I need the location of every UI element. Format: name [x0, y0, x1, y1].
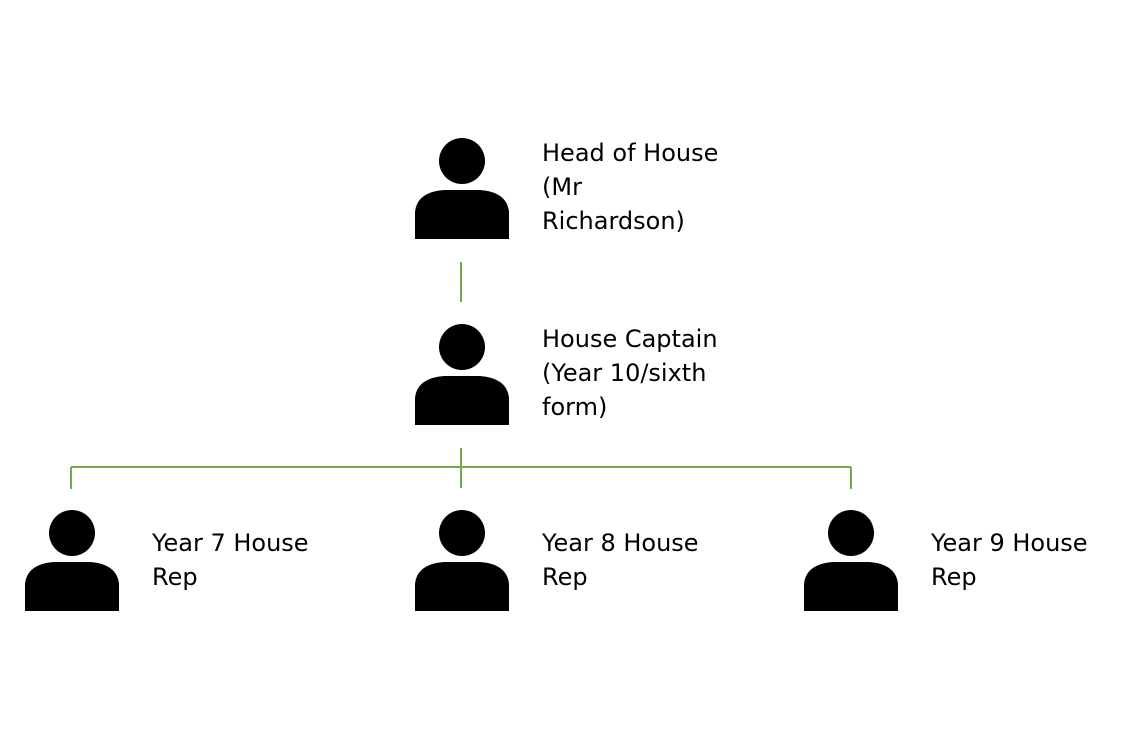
year9-label-line-1: Year 9 House [931, 529, 1088, 557]
year8-person-icon [414, 510, 510, 612]
year7-person-icon [24, 510, 120, 612]
head-of-house-label: Head of House (Mr Richardson) [542, 136, 718, 238]
year7-rep-label: Year 7 House Rep [152, 526, 309, 594]
year7-label-line-2: Rep [152, 563, 198, 591]
year9-person-icon [803, 510, 899, 612]
year9-rep-label: Year 9 House Rep [931, 526, 1088, 594]
head-label-line-2: (Mr [542, 173, 582, 201]
year9-label-line-2: Rep [931, 563, 977, 591]
year7-label-line-1: Year 7 House [152, 529, 309, 557]
head-label-line-1: Head of House [542, 139, 719, 167]
head-label-line-3: Richardson) [542, 207, 685, 235]
year8-label-line-2: Rep [542, 563, 588, 591]
head-person-icon [414, 138, 510, 240]
house-captain-label: House Captain (Year 10/sixth form) [542, 322, 718, 424]
year8-label-line-1: Year 8 House [542, 529, 699, 557]
year8-rep-label: Year 8 House Rep [542, 526, 699, 594]
captain-person-icon [414, 324, 510, 426]
captain-label-line-2: (Year 10/sixth [542, 359, 707, 387]
captain-label-line-3: form) [542, 393, 608, 421]
captain-label-line-1: House Captain [542, 325, 718, 353]
